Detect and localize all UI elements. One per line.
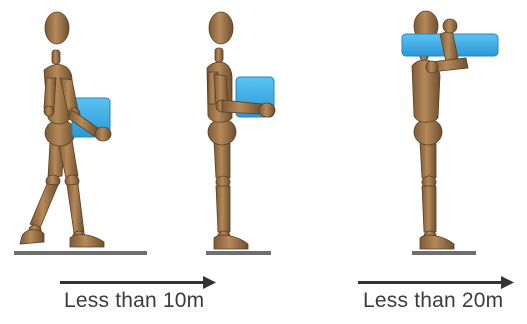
standing-mannequin-icon xyxy=(206,12,275,255)
ground-line xyxy=(412,251,476,255)
walking-mannequin-icon xyxy=(14,12,147,255)
arrow-right-icon xyxy=(358,276,514,289)
ground-line xyxy=(206,251,271,255)
arrow-right-icon xyxy=(60,276,216,289)
distance-caption-10m: Less than 10m xyxy=(64,289,204,313)
ground-line xyxy=(14,251,147,255)
distance-caption-20m: Less than 20m xyxy=(363,289,503,313)
shoulder-carry-mannequin-icon xyxy=(402,11,498,255)
